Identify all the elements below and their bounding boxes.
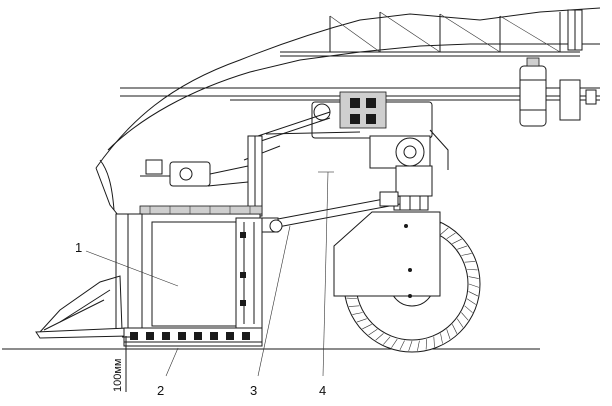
leader-lines (85, 171, 334, 377)
header-motor (140, 159, 249, 187)
tire-tread-mark (468, 276, 479, 279)
tire-tread-mark (356, 318, 367, 323)
tire-tread-mark (446, 232, 456, 240)
tire-tread-mark (433, 336, 435, 348)
upper-body-outline (95, 7, 601, 216)
callout-1: 1 (75, 240, 82, 255)
right-tank (519, 57, 597, 127)
tire-tread-mark (425, 339, 428, 350)
tire-tread-mark (391, 338, 398, 348)
dimension-100mm: 100мм (112, 336, 130, 392)
left-divider (35, 275, 129, 339)
tire-tread-mark (452, 238, 462, 244)
tire-tread-mark (464, 305, 473, 313)
tire-tread-mark (464, 261, 476, 263)
top-truss-frame (280, 9, 583, 57)
tire-tread-mark (446, 329, 451, 340)
dimension-label: 100мм (112, 359, 124, 392)
callout-2: 2 (157, 383, 164, 398)
tire-tread-mark (408, 340, 413, 352)
tire-tread-mark (440, 333, 443, 344)
tire-tread-mark (399, 340, 405, 351)
tire-tread-mark (461, 312, 469, 321)
tire-tread-mark (468, 291, 479, 297)
tire-tread-mark (368, 328, 378, 336)
tire-tread-mark (417, 340, 420, 351)
tire-tread-mark (452, 324, 458, 334)
tire-tread-mark (348, 305, 360, 307)
tire-tread-mark (352, 312, 363, 315)
tire-tread-mark (468, 283, 480, 288)
bottom-cutter-skid (123, 327, 263, 347)
tire-tread-mark (467, 268, 478, 271)
tire-tread-mark (456, 318, 464, 328)
cardan-shaft (261, 191, 401, 233)
tire-tread-mark (383, 336, 391, 345)
tire-tread-mark (362, 324, 372, 330)
tire-tread-mark (440, 227, 449, 235)
central-gearbox (311, 91, 449, 211)
callout-4: 4 (319, 383, 326, 398)
support-post (247, 135, 263, 217)
tire-tread-mark (457, 245, 468, 250)
tire-tread-mark (461, 253, 472, 256)
tire-tread-mark (375, 333, 384, 341)
tire-tread-mark (466, 298, 476, 305)
callout-3: 3 (250, 383, 257, 398)
tire-tread-mark (346, 297, 357, 300)
header-unit (115, 205, 263, 335)
wheel-fender (333, 211, 441, 298)
